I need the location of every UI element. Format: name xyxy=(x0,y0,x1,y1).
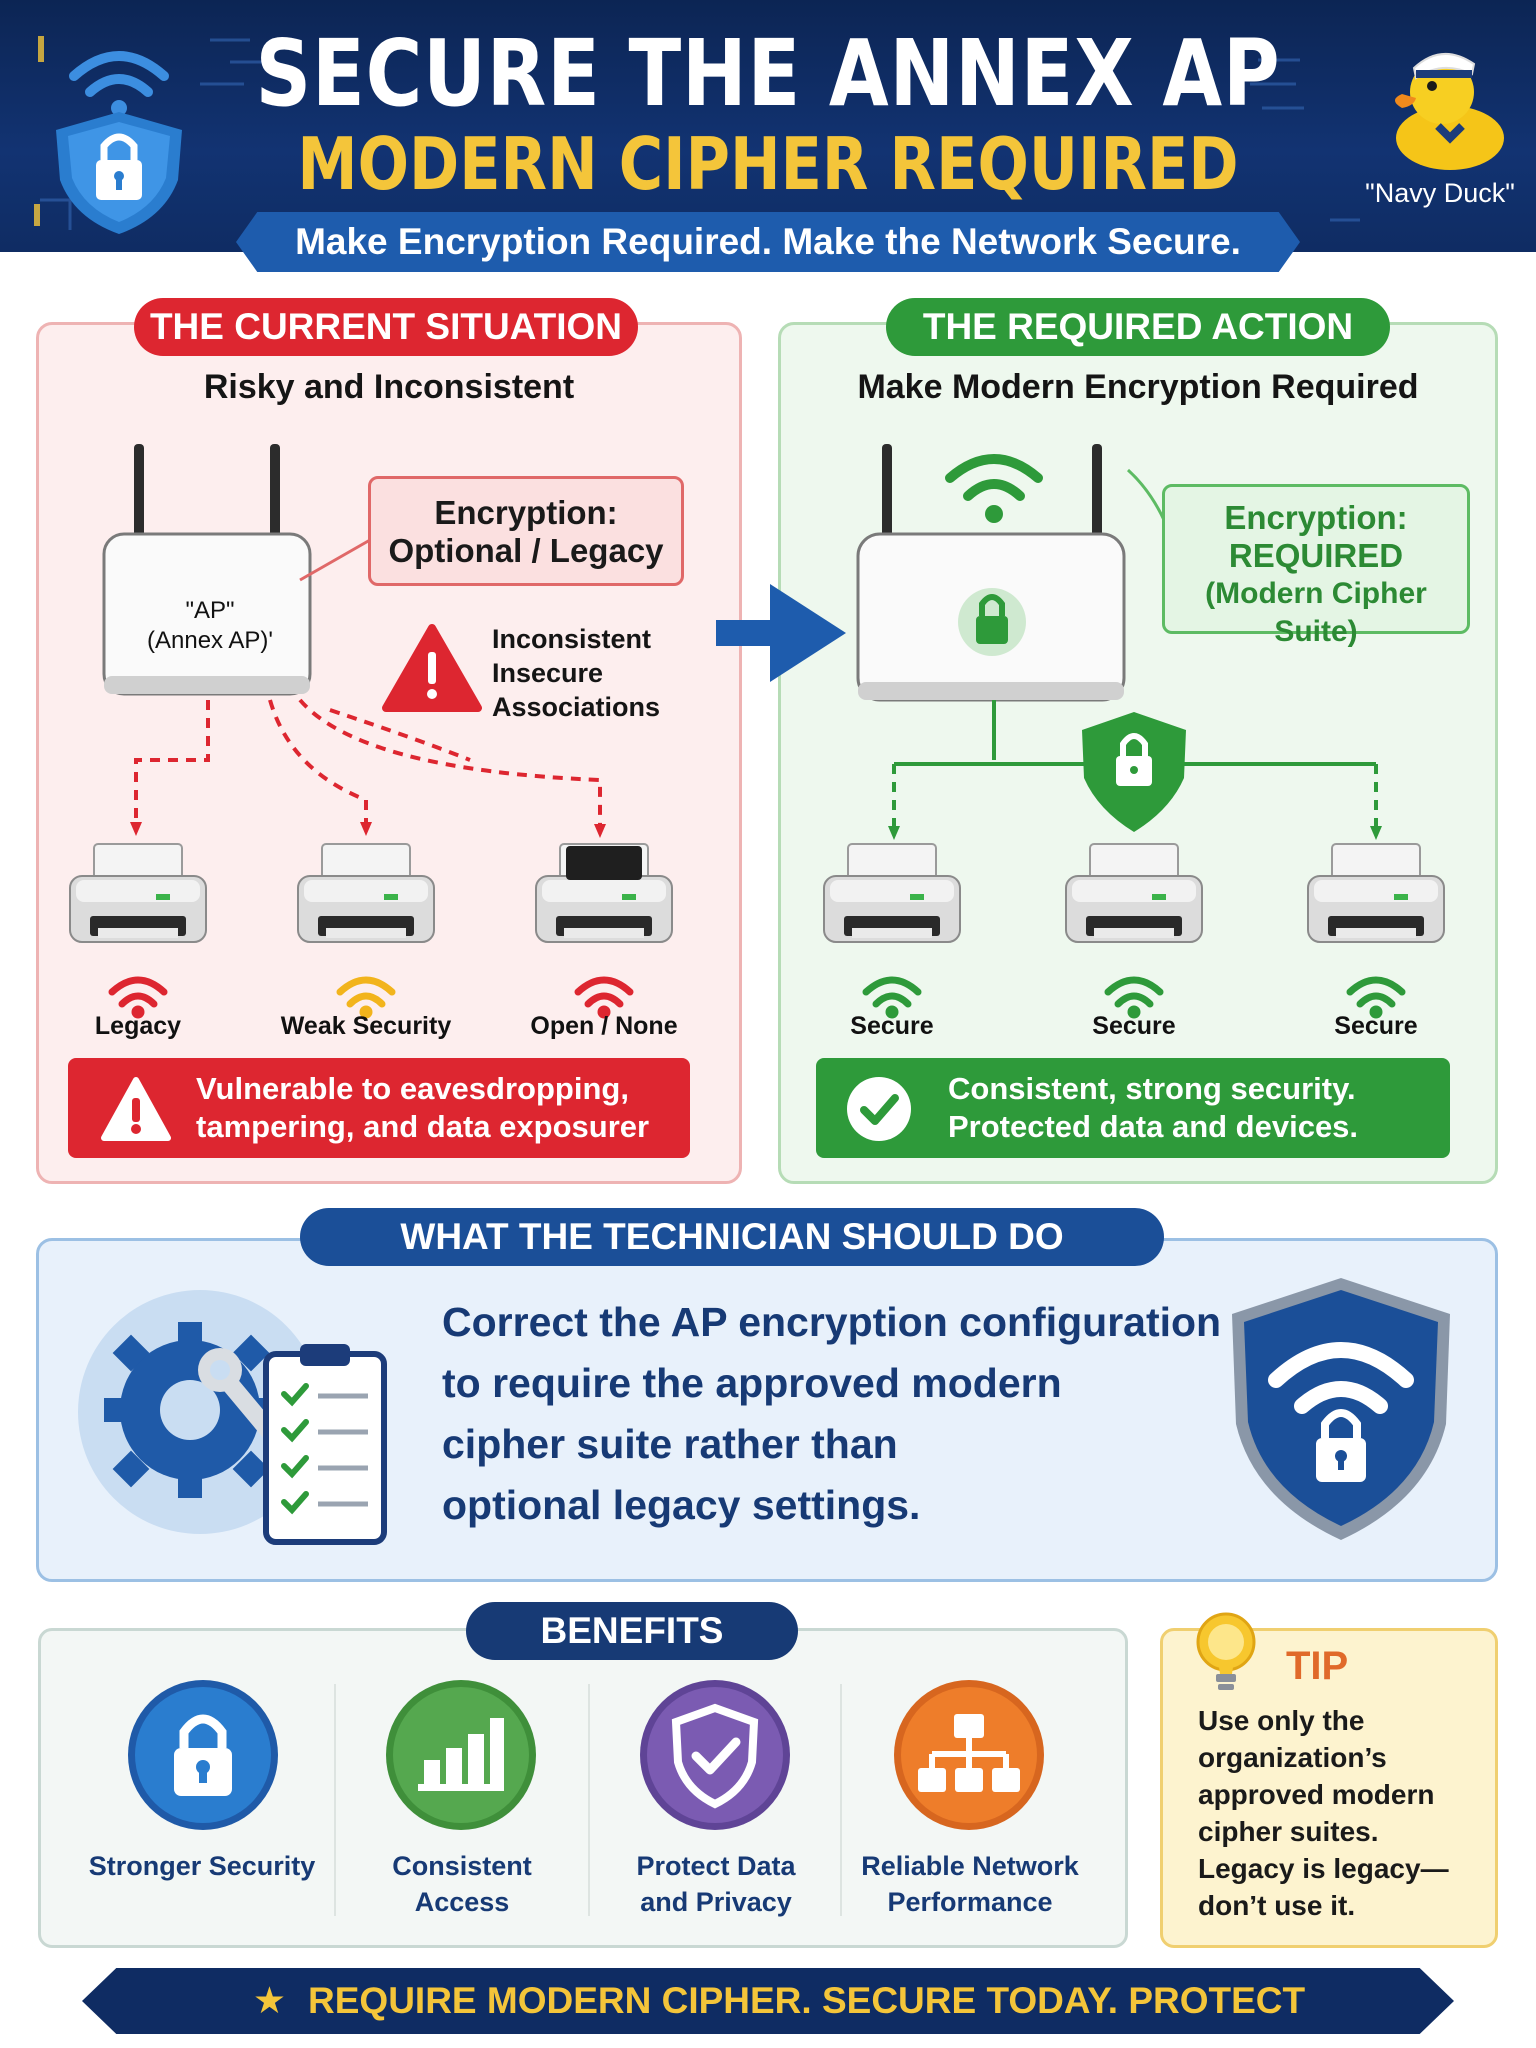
warning-icon xyxy=(101,1077,171,1141)
device-label-legacy: Legacy xyxy=(94,1012,182,1040)
vulnerability-line2: tampering, and data exposurer xyxy=(196,1109,650,1144)
tip-line1: Use only the xyxy=(1198,1705,1365,1736)
wifi-shield-logo-icon xyxy=(56,51,182,234)
tip-panel xyxy=(1160,1628,1498,1948)
tip-line3: approved modern xyxy=(1198,1779,1435,1810)
current-situation-heading: THE CURRENT SITUATION xyxy=(134,298,638,356)
instruction-line1: Correct the AP encryption configuration xyxy=(442,1299,1222,1345)
instruction-line4: optional legacy settings. xyxy=(442,1482,921,1528)
warning-line1: Inconsistent xyxy=(492,624,652,654)
network-icon xyxy=(894,1680,1044,1830)
tip-line2: organization’s xyxy=(1198,1742,1387,1773)
benefit-protect-data: Protect Data and Privacy xyxy=(596,1848,836,1920)
protection-line1: Consistent, strong security. xyxy=(948,1071,1356,1106)
callout-green-line1: Encryption: xyxy=(1224,499,1408,536)
lightbulb-icon xyxy=(1196,1612,1256,1690)
warning-line3: Associations xyxy=(492,692,661,722)
circuit-pattern xyxy=(34,36,1360,230)
current-situation-subtitle: Risky and Inconsistent xyxy=(203,368,575,406)
benefit-consistent-access: Consistent Access xyxy=(342,1848,582,1920)
inconsistent-associations-note: Inconsistent Insecure Associations xyxy=(492,622,732,724)
required-action-subtitle: Make Modern Encryption Required xyxy=(857,368,1419,406)
mascot-caption: "Navy Duck" xyxy=(1365,178,1515,208)
bar-chart-icon xyxy=(386,1680,536,1830)
vulnerability-banner: Vulnerable to eavesdropping, tampering, … xyxy=(68,1058,690,1158)
star-icon: ★ xyxy=(252,1980,287,2021)
page-subtitle: MODERN CIPHER REQUIRED xyxy=(297,122,1239,206)
header-tagline: Make Encryption Required. Make the Netwo… xyxy=(236,212,1300,272)
encryption-optional-callout: Encryption: Optional / Legacy xyxy=(368,476,684,586)
tip-line5: Legacy is legacy— xyxy=(1198,1853,1449,1884)
device-label-open: Open / None xyxy=(530,1012,678,1040)
benefit-label-line1: Reliable Network xyxy=(861,1851,1079,1881)
benefit-stronger-security: Stronger Security xyxy=(82,1848,322,1884)
tip-title: TIP xyxy=(1286,1644,1349,1688)
vulnerability-line1: Vulnerable to eavesdropping, xyxy=(196,1071,629,1106)
device-label-secure-3: Secure xyxy=(1334,1012,1418,1040)
wifi-shield-icon xyxy=(1232,1278,1450,1540)
navy-duck-mascot-icon xyxy=(1395,52,1504,170)
shield-check-icon xyxy=(640,1680,790,1830)
device-label-secure-2: Secure xyxy=(1092,1012,1176,1040)
benefit-divider xyxy=(840,1684,842,1916)
gear-checklist-icon xyxy=(78,1290,387,1545)
benefit-label-line1: Consistent Access xyxy=(392,1851,532,1917)
protection-banner: Consistent, strong security. Protected d… xyxy=(816,1058,1450,1158)
instruction-line2: to require the approved modern xyxy=(442,1360,1062,1406)
warning-line2: Insecure xyxy=(492,658,604,688)
benefit-label-line1: Stronger Security xyxy=(88,1851,316,1881)
instruction-line3: cipher suite rather than xyxy=(442,1421,898,1467)
star-icon: ★ xyxy=(847,2046,924,2048)
encryption-required-callout: Encryption: REQUIRED (Modern Cipher Suit… xyxy=(1162,484,1470,648)
callout-green-line2: REQUIRED xyxy=(1228,537,1404,574)
header-banner: SECURE THE ANNEX AP MODERN CIPHER REQUIR… xyxy=(0,0,1536,252)
benefits-heading: BENEFITS xyxy=(466,1602,798,1660)
tip-line6: don’t use it. xyxy=(1198,1890,1356,1921)
technician-instruction: Correct the AP encryption configuration … xyxy=(442,1292,1222,1536)
footer-banner xyxy=(82,1968,1454,2034)
ap-label-line1: "AP" xyxy=(185,597,235,624)
benefit-label-line2: and Privacy xyxy=(640,1887,792,1917)
lock-icon xyxy=(128,1680,278,1830)
callout-red-line1: Encryption: xyxy=(434,494,618,531)
current-situation-panel xyxy=(36,322,742,1184)
ap-label: "AP" (Annex AP)' xyxy=(104,596,316,656)
benefit-reliable-network: Reliable Network Performance xyxy=(850,1848,1090,1920)
benefit-divider xyxy=(588,1684,590,1916)
benefit-label-line2: Performance xyxy=(887,1887,1053,1917)
benefit-divider xyxy=(334,1684,336,1916)
callout-red-line2: Optional / Legacy xyxy=(388,532,664,569)
device-label-weak: Weak Security xyxy=(280,1012,452,1040)
required-action-panel xyxy=(778,322,1498,1184)
required-action-heading: THE REQUIRED ACTION xyxy=(886,298,1390,356)
technician-heading: WHAT THE TECHNICIAN SHOULD DO xyxy=(300,1208,1164,1266)
device-label-secure-1: Secure xyxy=(850,1012,934,1040)
ap-label-line2: (Annex AP)' xyxy=(147,627,273,654)
footer-text: REQUIRE MODERN CIPHER. SECURE TODAY. PRO… xyxy=(308,1980,1306,2048)
page-title: SECURE THE ANNEX AP xyxy=(255,20,1281,127)
tip-text: Use only the organization’s approved mod… xyxy=(1198,1702,1488,1924)
tip-line4: cipher suites. xyxy=(1198,1816,1379,1847)
protection-line2: Protected data and devices. xyxy=(948,1109,1359,1144)
check-circle-icon xyxy=(847,1077,911,1141)
footer-slogan: ★REQUIRE MODERN CIPHER. SECURE TODAY. PR… xyxy=(82,1968,1454,2048)
callout-green-line3: (Modern Cipher Suite) xyxy=(1205,577,1427,648)
benefit-label-line1: Protect Data xyxy=(636,1851,796,1881)
